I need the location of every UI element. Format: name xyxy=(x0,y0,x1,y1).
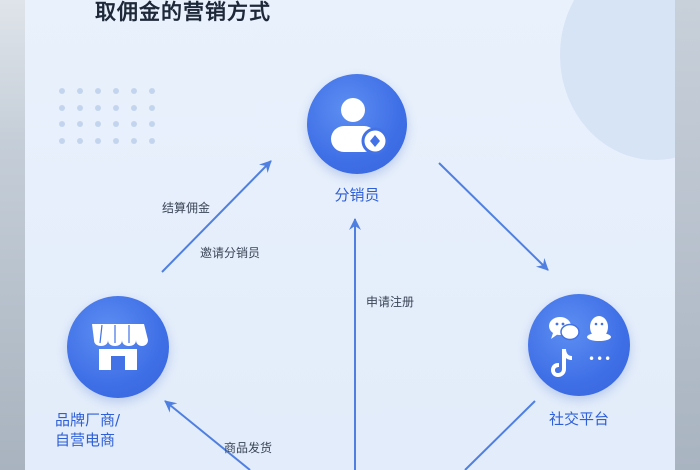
arrow-brand-to-distributor xyxy=(161,160,272,273)
social-platform-label: 社交平台 xyxy=(548,410,609,428)
edge-label-settle-commission: 结算佣金 xyxy=(162,201,211,215)
diagram-card: 取佣金的营销方式 分销员 xyxy=(25,0,675,470)
user-coin-icon xyxy=(331,98,389,155)
brand-label-line2: 自营电商 xyxy=(55,431,116,449)
tiktok-icon xyxy=(551,349,572,377)
brand-node xyxy=(67,296,169,398)
arrow-ship-to-brand xyxy=(164,400,251,470)
arrow-social-to-bottom xyxy=(464,400,536,470)
distributor-node xyxy=(307,74,407,174)
arrow-distributor-to-social xyxy=(438,162,549,271)
page-title: 取佣金的营销方式 xyxy=(95,0,271,24)
edge-label-invite-distributor: 邀请分销员 xyxy=(200,246,261,260)
edge-label-apply-register: 申请注册 xyxy=(366,295,415,309)
edge-label-ship-goods: 商品发货 xyxy=(224,441,273,455)
brand-label-line1: 品牌厂商/ xyxy=(55,411,121,429)
social-platform-node: ••• xyxy=(528,294,630,396)
brand-label: 品牌厂商/ 自营电商 xyxy=(55,410,175,450)
more-icon: ••• xyxy=(588,352,613,366)
wechat-icon xyxy=(549,317,580,341)
social-apps-icon xyxy=(549,316,611,377)
store-icon xyxy=(92,324,148,370)
qq-icon xyxy=(587,316,611,341)
decorative-dot-grid xyxy=(59,88,156,145)
flow-arrows xyxy=(161,160,549,470)
distributor-label: 分销员 xyxy=(334,186,380,204)
